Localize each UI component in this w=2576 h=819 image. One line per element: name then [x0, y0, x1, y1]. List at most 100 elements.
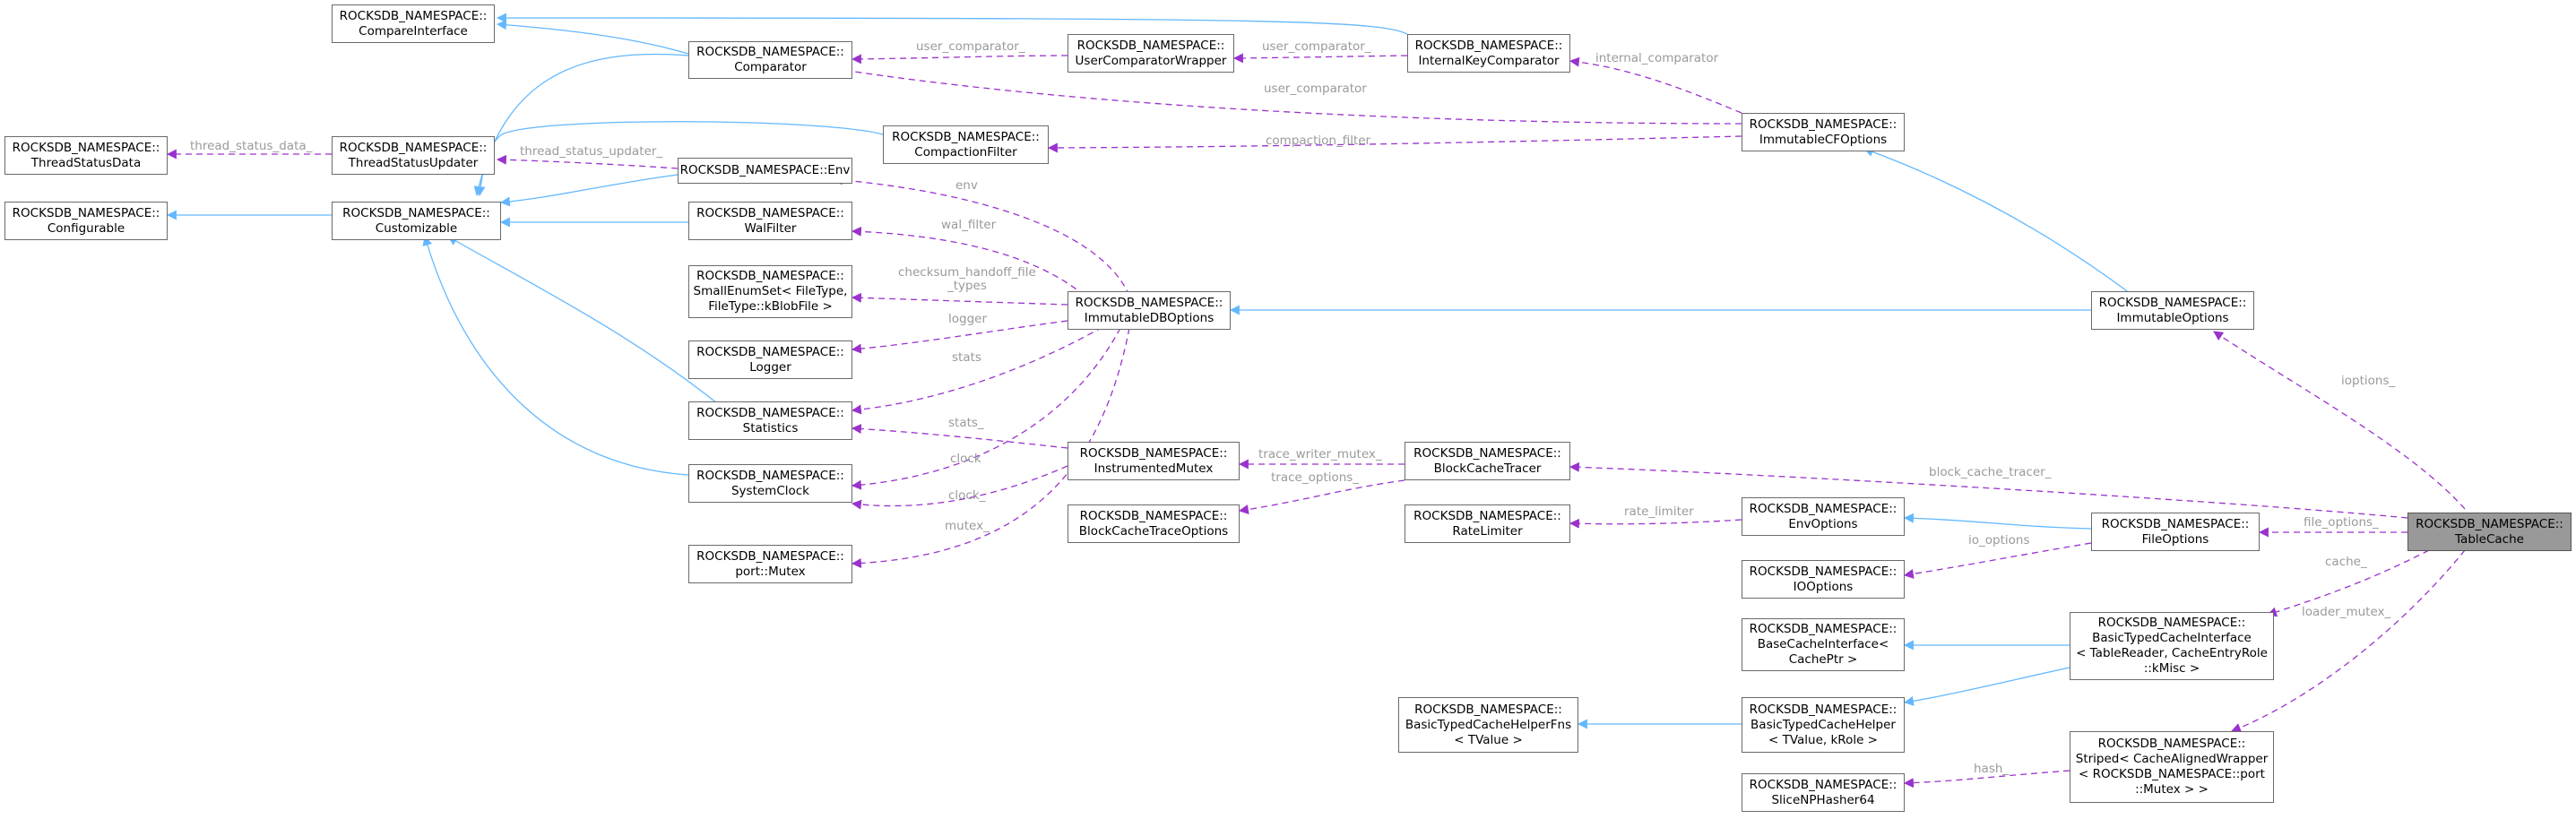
edge-idbo-to-env	[832, 175, 1130, 297]
edge-comparator-to-customizable	[473, 53, 689, 197]
label-thread-status-data: thread_status_data_	[190, 139, 313, 153]
node-internal-key-comparator[interactable]: ROCKSDB_NAMESPACE::InternalKeyComparator	[1407, 34, 1570, 73]
edge-icfo-to-comparator	[841, 66, 1742, 125]
node-env-options[interactable]: ROCKSDB_NAMESPACE::EnvOptions	[1742, 497, 1905, 536]
edge-ucw-to-comparator	[851, 54, 1068, 65]
label-logger: logger	[948, 312, 988, 326]
node-basic-typed-cache-interface[interactable]: ROCKSDB_NAMESPACE::BasicTypedCacheInterf…	[2070, 612, 2274, 680]
comparator-label-line-2: Comparator	[734, 60, 807, 74]
edge-imutex-to-statistics	[851, 424, 1068, 449]
node-striped[interactable]: ROCKSDB_NAMESPACE::Striped< CacheAligned…	[2070, 731, 2274, 803]
label-cache: cache_	[2325, 555, 2367, 569]
edge-idbo-to-smallenumset	[851, 292, 1068, 306]
basic-typed-cache-helper-fns-label-line-1: ROCKSDB_NAMESPACE::	[1414, 702, 1562, 717]
block-cache-tracer-label-line-2: BlockCacheTracer	[1433, 461, 1542, 476]
striped-label-line-1: ROCKSDB_NAMESPACE::	[2097, 737, 2246, 751]
io-options-label-line-1: ROCKSDB_NAMESPACE::	[1749, 564, 1897, 579]
edge-systemclock-to-customizable	[422, 235, 689, 476]
instrumented-mutex-label-line-1: ROCKSDB_NAMESPACE::	[1079, 445, 1228, 461]
table-cache-label-line-1: ROCKSDB_NAMESPACE::	[2416, 516, 2563, 531]
label-block-cache-tracer: block_cache_tracer_	[1929, 465, 2052, 479]
node-instrumented-mutex[interactable]: ROCKSDB_NAMESPACE::InstrumentedMutex	[1068, 442, 1240, 480]
node-table-cache[interactable]: ROCKSDB_NAMESPACE::TableCache	[2407, 513, 2572, 551]
node-basic-typed-cache-helper-fns[interactable]: ROCKSDB_NAMESPACE::BasicTypedCacheHelper…	[1398, 697, 1578, 753]
user-comparator-wrapper-label-line-1: ROCKSDB_NAMESPACE::	[1076, 38, 1225, 53]
node-wal-filter[interactable]: ROCKSDB_NAMESPACE::WalFilter	[688, 202, 852, 240]
node-rate-limiter[interactable]: ROCKSDB_NAMESPACE::RateLimiter	[1405, 504, 1570, 543]
label-stats-2: stats_	[948, 416, 984, 430]
label-rate-limiter: rate_limiter	[1624, 504, 1694, 519]
basic-typed-cache-interface-label-line-1: ROCKSDB_NAMESPACE::	[2097, 616, 2246, 630]
striped-label-line-4: ::Mutex > >	[2135, 782, 2209, 797]
node-system-clock[interactable]: ROCKSDB_NAMESPACE::SystemClock	[688, 464, 852, 503]
rate-limiter-label-line-1: ROCKSDB_NAMESPACE::	[1413, 508, 1561, 523]
small-enum-set-label-line-3: FileType::kBlobFile >	[708, 299, 833, 314]
compare-interface-label-line-2: CompareInterface	[359, 23, 468, 39]
small-enum-set-label-line-1: ROCKSDB_NAMESPACE::	[696, 269, 844, 283]
node-logger[interactable]: ROCKSDB_NAMESPACE::Logger	[688, 341, 852, 379]
node-immutable-db-options[interactable]: ROCKSDB_NAMESPACE::ImmutableDBOptions	[1068, 291, 1231, 330]
edge-fileoptions-to-iooptions	[1903, 542, 2092, 579]
node-thread-status-data[interactable]: ROCKSDB_NAMESPACE::ThreadStatusData	[4, 136, 168, 175]
env-label-line-1: ROCKSDB_NAMESPACE::Env	[679, 163, 851, 177]
system-clock-label-line-2: SystemClock	[730, 483, 810, 498]
node-basic-typed-cache-helper[interactable]: ROCKSDB_NAMESPACE::BasicTypedCacheHelper…	[1742, 697, 1905, 753]
rate-limiter-label-line-2: RateLimiter	[1452, 523, 1523, 539]
node-configurable[interactable]: ROCKSDB_NAMESPACE::Configurable	[4, 202, 168, 240]
internal-key-comparator-label-line-1: ROCKSDB_NAMESPACE::	[1414, 38, 1563, 53]
label-file-options: file_options_	[2304, 515, 2379, 530]
node-compaction-filter[interactable]: ROCKSDB_NAMESPACE::CompactionFilter	[883, 125, 1049, 164]
edge-icfo-to-ikc	[1569, 56, 1742, 114]
label-clock-2: clock_	[948, 488, 986, 503]
base-cache-interface-label-line-2: BaseCacheInterface<	[1757, 637, 1889, 651]
edge-tablecache-to-bct	[1569, 461, 2408, 519]
node-slice-np-hasher64[interactable]: ROCKSDB_NAMESPACE::SliceNPHasher64	[1742, 773, 1905, 812]
node-block-cache-tracer[interactable]: ROCKSDB_NAMESPACE::BlockCacheTracer	[1405, 442, 1570, 480]
logger-label-line-2: Logger	[749, 359, 791, 375]
label-user-comparator-1: user_comparator_	[916, 39, 1025, 54]
node-user-comparator-wrapper[interactable]: ROCKSDB_NAMESPACE::UserComparatorWrapper	[1068, 34, 1234, 73]
wal-filter-label-line-2: WalFilter	[744, 220, 797, 236]
label-thread-status-updater: thread_status_updater_	[520, 144, 663, 159]
basic-typed-cache-helper-label-line-3: < TValue, kRole >	[1768, 732, 1878, 747]
slice-np-hasher64-label-line-1: ROCKSDB_NAMESPACE::	[1749, 777, 1897, 792]
port-mutex-label-line-1: ROCKSDB_NAMESPACE::	[696, 548, 844, 564]
node-port-mutex[interactable]: ROCKSDB_NAMESPACE::port::Mutex	[688, 545, 852, 583]
edge-env-to-customizable	[499, 174, 679, 207]
node-env[interactable]: ROCKSDB_NAMESPACE::Env	[678, 158, 852, 184]
block-cache-trace-options-label-line-1: ROCKSDB_NAMESPACE::	[1079, 508, 1228, 523]
edge-internalkeycomparator-to-compareinterface	[496, 13, 1408, 35]
basic-typed-cache-interface-label-line-3: < TableReader, CacheEntryRole	[2076, 646, 2268, 660]
small-enum-set-label-line-2: SmallEnumSet< FileType,	[693, 284, 848, 298]
edge-imutex-to-systemclock	[851, 465, 1068, 510]
immutable-cf-options-label-line-1: ROCKSDB_NAMESPACE::	[1749, 116, 1897, 132]
label-loader-mutex: loader_mutex_	[2302, 605, 2391, 619]
edge-striped-to-slicenphasher	[1903, 770, 2070, 789]
node-block-cache-trace-options[interactable]: ROCKSDB_NAMESPACE::BlockCacheTraceOption…	[1068, 504, 1240, 543]
label-internal-comparator: internal_comparator	[1595, 51, 1719, 65]
node-immutable-cf-options[interactable]: ROCKSDB_NAMESPACE::ImmutableCFOptions	[1742, 113, 1905, 151]
node-statistics[interactable]: ROCKSDB_NAMESPACE::Statistics	[688, 401, 852, 440]
compaction-filter-label-line-1: ROCKSDB_NAMESPACE::	[892, 129, 1040, 144]
basic-typed-cache-helper-fns-label-line-3: < TValue >	[1454, 732, 1523, 747]
node-file-options[interactable]: ROCKSDB_NAMESPACE::FileOptions	[2091, 513, 2260, 551]
logger-label-line-1: ROCKSDB_NAMESPACE::	[696, 344, 844, 359]
node-immutable-options[interactable]: ROCKSDB_NAMESPACE::ImmutableOptions	[2091, 291, 2254, 330]
basic-typed-cache-helper-label-line-1: ROCKSDB_NAMESPACE::	[1749, 702, 1897, 717]
edge-tablecache-to-striped	[2230, 549, 2466, 733]
label-checksum-handoff-line-2: _types	[947, 279, 987, 293]
node-io-options[interactable]: ROCKSDB_NAMESPACE::IOOptions	[1742, 560, 1905, 599]
file-options-label-line-2: FileOptions	[2141, 531, 2209, 547]
node-thread-status-updater[interactable]: ROCKSDB_NAMESPACE::ThreadStatusUpdater	[332, 136, 495, 175]
internal-key-comparator-label-line-2: InternalKeyComparator	[1418, 53, 1560, 68]
compaction-filter-label-line-2: CompactionFilter	[914, 144, 1017, 159]
node-customizable[interactable]: ROCKSDB_NAMESPACE::Customizable	[332, 202, 501, 240]
node-compare-interface[interactable]: ROCKSDB_NAMESPACE::CompareInterface	[332, 4, 495, 43]
node-comparator[interactable]: ROCKSDB_NAMESPACE::Comparator	[688, 41, 852, 79]
file-options-label-line-1: ROCKSDB_NAMESPACE::	[2101, 516, 2250, 531]
node-base-cache-interface[interactable]: ROCKSDB_NAMESPACE::BaseCacheInterface<Ca…	[1742, 618, 1905, 671]
base-cache-interface-label-line-1: ROCKSDB_NAMESPACE::	[1749, 622, 1897, 636]
node-small-enum-set[interactable]: ROCKSDB_NAMESPACE::SmallEnumSet< FileTyp…	[688, 265, 852, 318]
